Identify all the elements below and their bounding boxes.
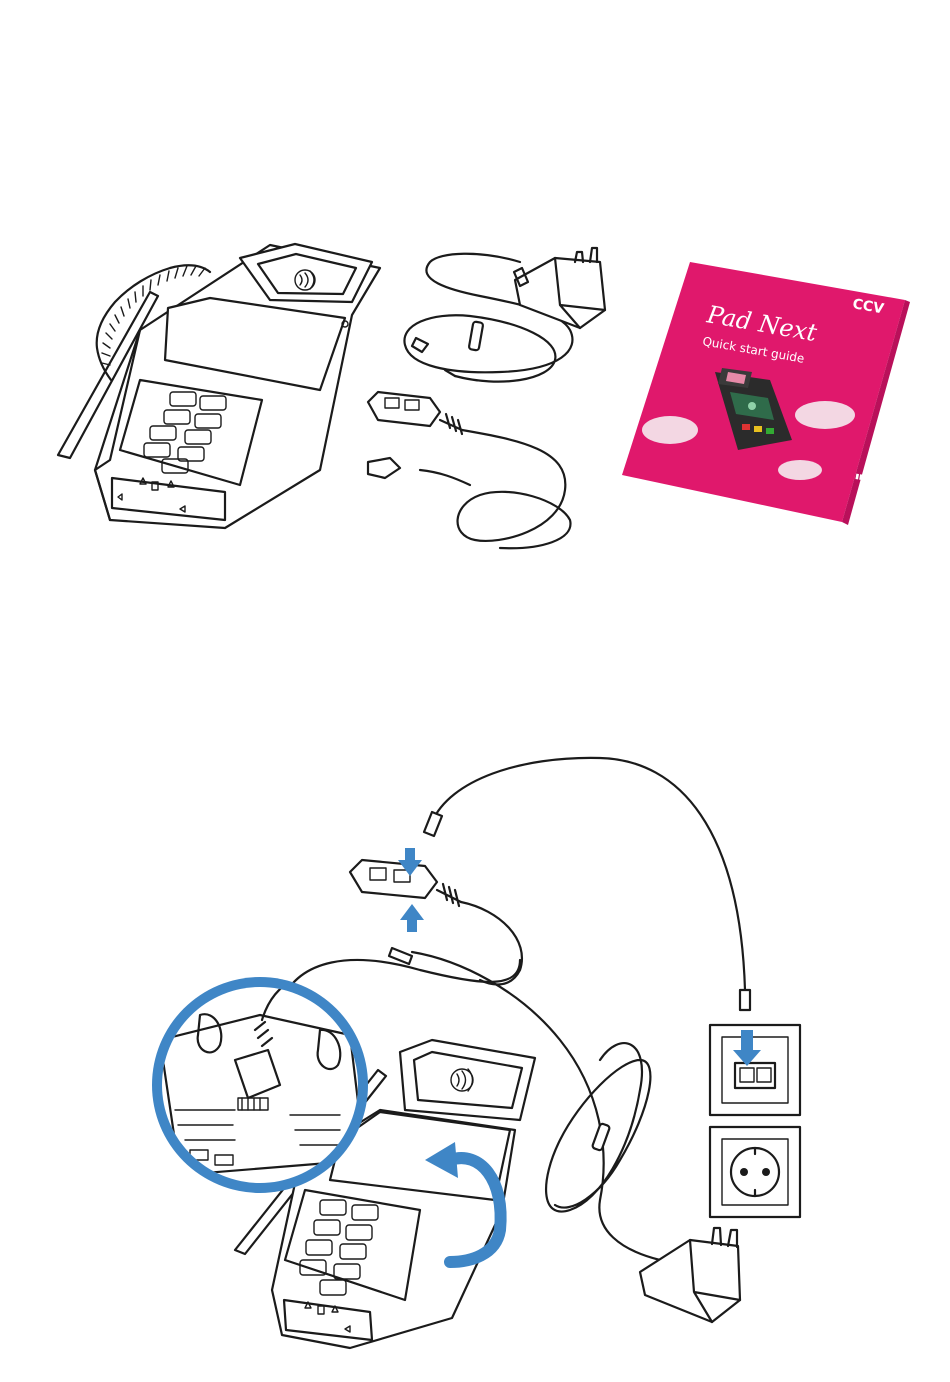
power-socket-icon (710, 1127, 800, 1217)
network-socket-icon (710, 1025, 800, 1115)
network-splitter-cable (368, 392, 570, 548)
rj45-plug (368, 458, 400, 478)
insert-arrow-icon (398, 848, 761, 1066)
power-plug-icon (514, 248, 605, 328)
booklet-footer-mark: ▮▮ (855, 472, 864, 481)
power-adapter-tip (412, 338, 428, 352)
contactless-reader-diagram (400, 1040, 535, 1120)
power-plug-icon (640, 1228, 740, 1322)
network-cable (432, 758, 745, 990)
terminal-device (58, 244, 380, 528)
splitter-cable (458, 430, 571, 548)
rj45-plug-wall (740, 990, 750, 1010)
splitter-box (368, 392, 440, 426)
rj45-plug-top (424, 812, 442, 836)
zoom-detail-bubble (150, 977, 370, 1193)
power-adapter (404, 248, 605, 382)
connection-diagram (150, 758, 800, 1348)
quick-start-booklet: Pad Next Quick start guide CCV ▮▮ (622, 262, 910, 525)
